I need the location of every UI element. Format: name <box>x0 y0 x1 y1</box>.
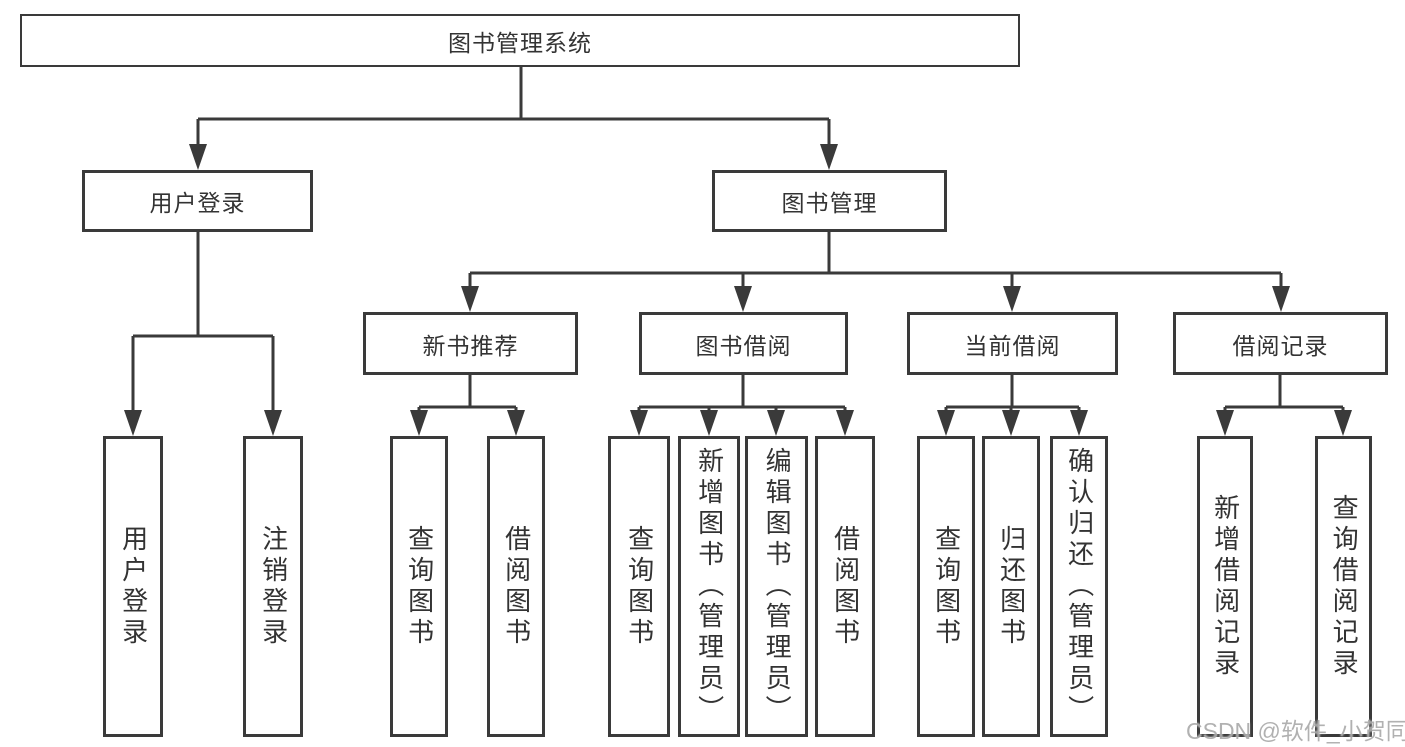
leaf-query-books-3-label: 查询图书 <box>931 524 962 649</box>
leaf-logout-label: 注销登录 <box>258 524 289 649</box>
node-user-login: 用户登录 <box>82 170 313 232</box>
leaf-borrow-books-2: 借阅图书 <box>815 436 875 737</box>
node-book-borrow: 图书借阅 <box>639 312 848 375</box>
leaf-query-books-1: 查询图书 <box>390 436 448 737</box>
leaf-add-borrow-record: 新增借阅记录 <box>1197 436 1253 737</box>
leaf-edit-books-admin: 编辑图书（管理员） <box>745 436 808 737</box>
leaf-borrow-books-1-label: 借阅图书 <box>501 524 532 649</box>
leaf-user-login-label: 用户登录 <box>118 524 149 649</box>
node-library-system: 图书管理系统 <box>20 14 1020 67</box>
leaf-return-books-label: 归还图书 <box>996 524 1027 649</box>
leaf-add-books-admin-label: 新增图书（管理员） <box>694 447 725 726</box>
leaf-confirm-return-admin-label: 确认归还（管理员） <box>1064 447 1095 726</box>
leaf-query-borrow-record: 查询借阅记录 <box>1315 436 1372 737</box>
leaf-query-borrow-record-label: 查询借阅记录 <box>1329 493 1360 680</box>
leaf-borrow-books-2-label: 借阅图书 <box>830 524 861 649</box>
leaf-add-borrow-record-label: 新增借阅记录 <box>1210 493 1241 680</box>
leaf-query-books-3: 查询图书 <box>917 436 975 737</box>
leaf-confirm-return-admin: 确认归还（管理员） <box>1050 436 1108 737</box>
leaf-user-login: 用户登录 <box>103 436 163 737</box>
node-new-book-recommend: 新书推荐 <box>363 312 578 375</box>
leaf-query-books-2: 查询图书 <box>608 436 670 737</box>
leaf-add-books-admin: 新增图书（管理员） <box>678 436 740 737</box>
leaf-borrow-books-1: 借阅图书 <box>487 436 545 737</box>
watermark: CSDN @软件_小贺同学 <box>1186 718 1405 744</box>
node-borrow-records: 借阅记录 <box>1173 312 1388 375</box>
leaf-edit-books-admin-label: 编辑图书（管理员） <box>762 447 793 726</box>
arrow-heads <box>124 144 1352 436</box>
leaf-logout: 注销登录 <box>243 436 303 737</box>
leaf-query-books-2-label: 查询图书 <box>624 524 655 649</box>
leaf-return-books: 归还图书 <box>982 436 1040 737</box>
leaf-query-books-1-label: 查询图书 <box>404 524 435 649</box>
node-book-management: 图书管理 <box>712 170 947 232</box>
node-current-borrow: 当前借阅 <box>907 312 1118 375</box>
